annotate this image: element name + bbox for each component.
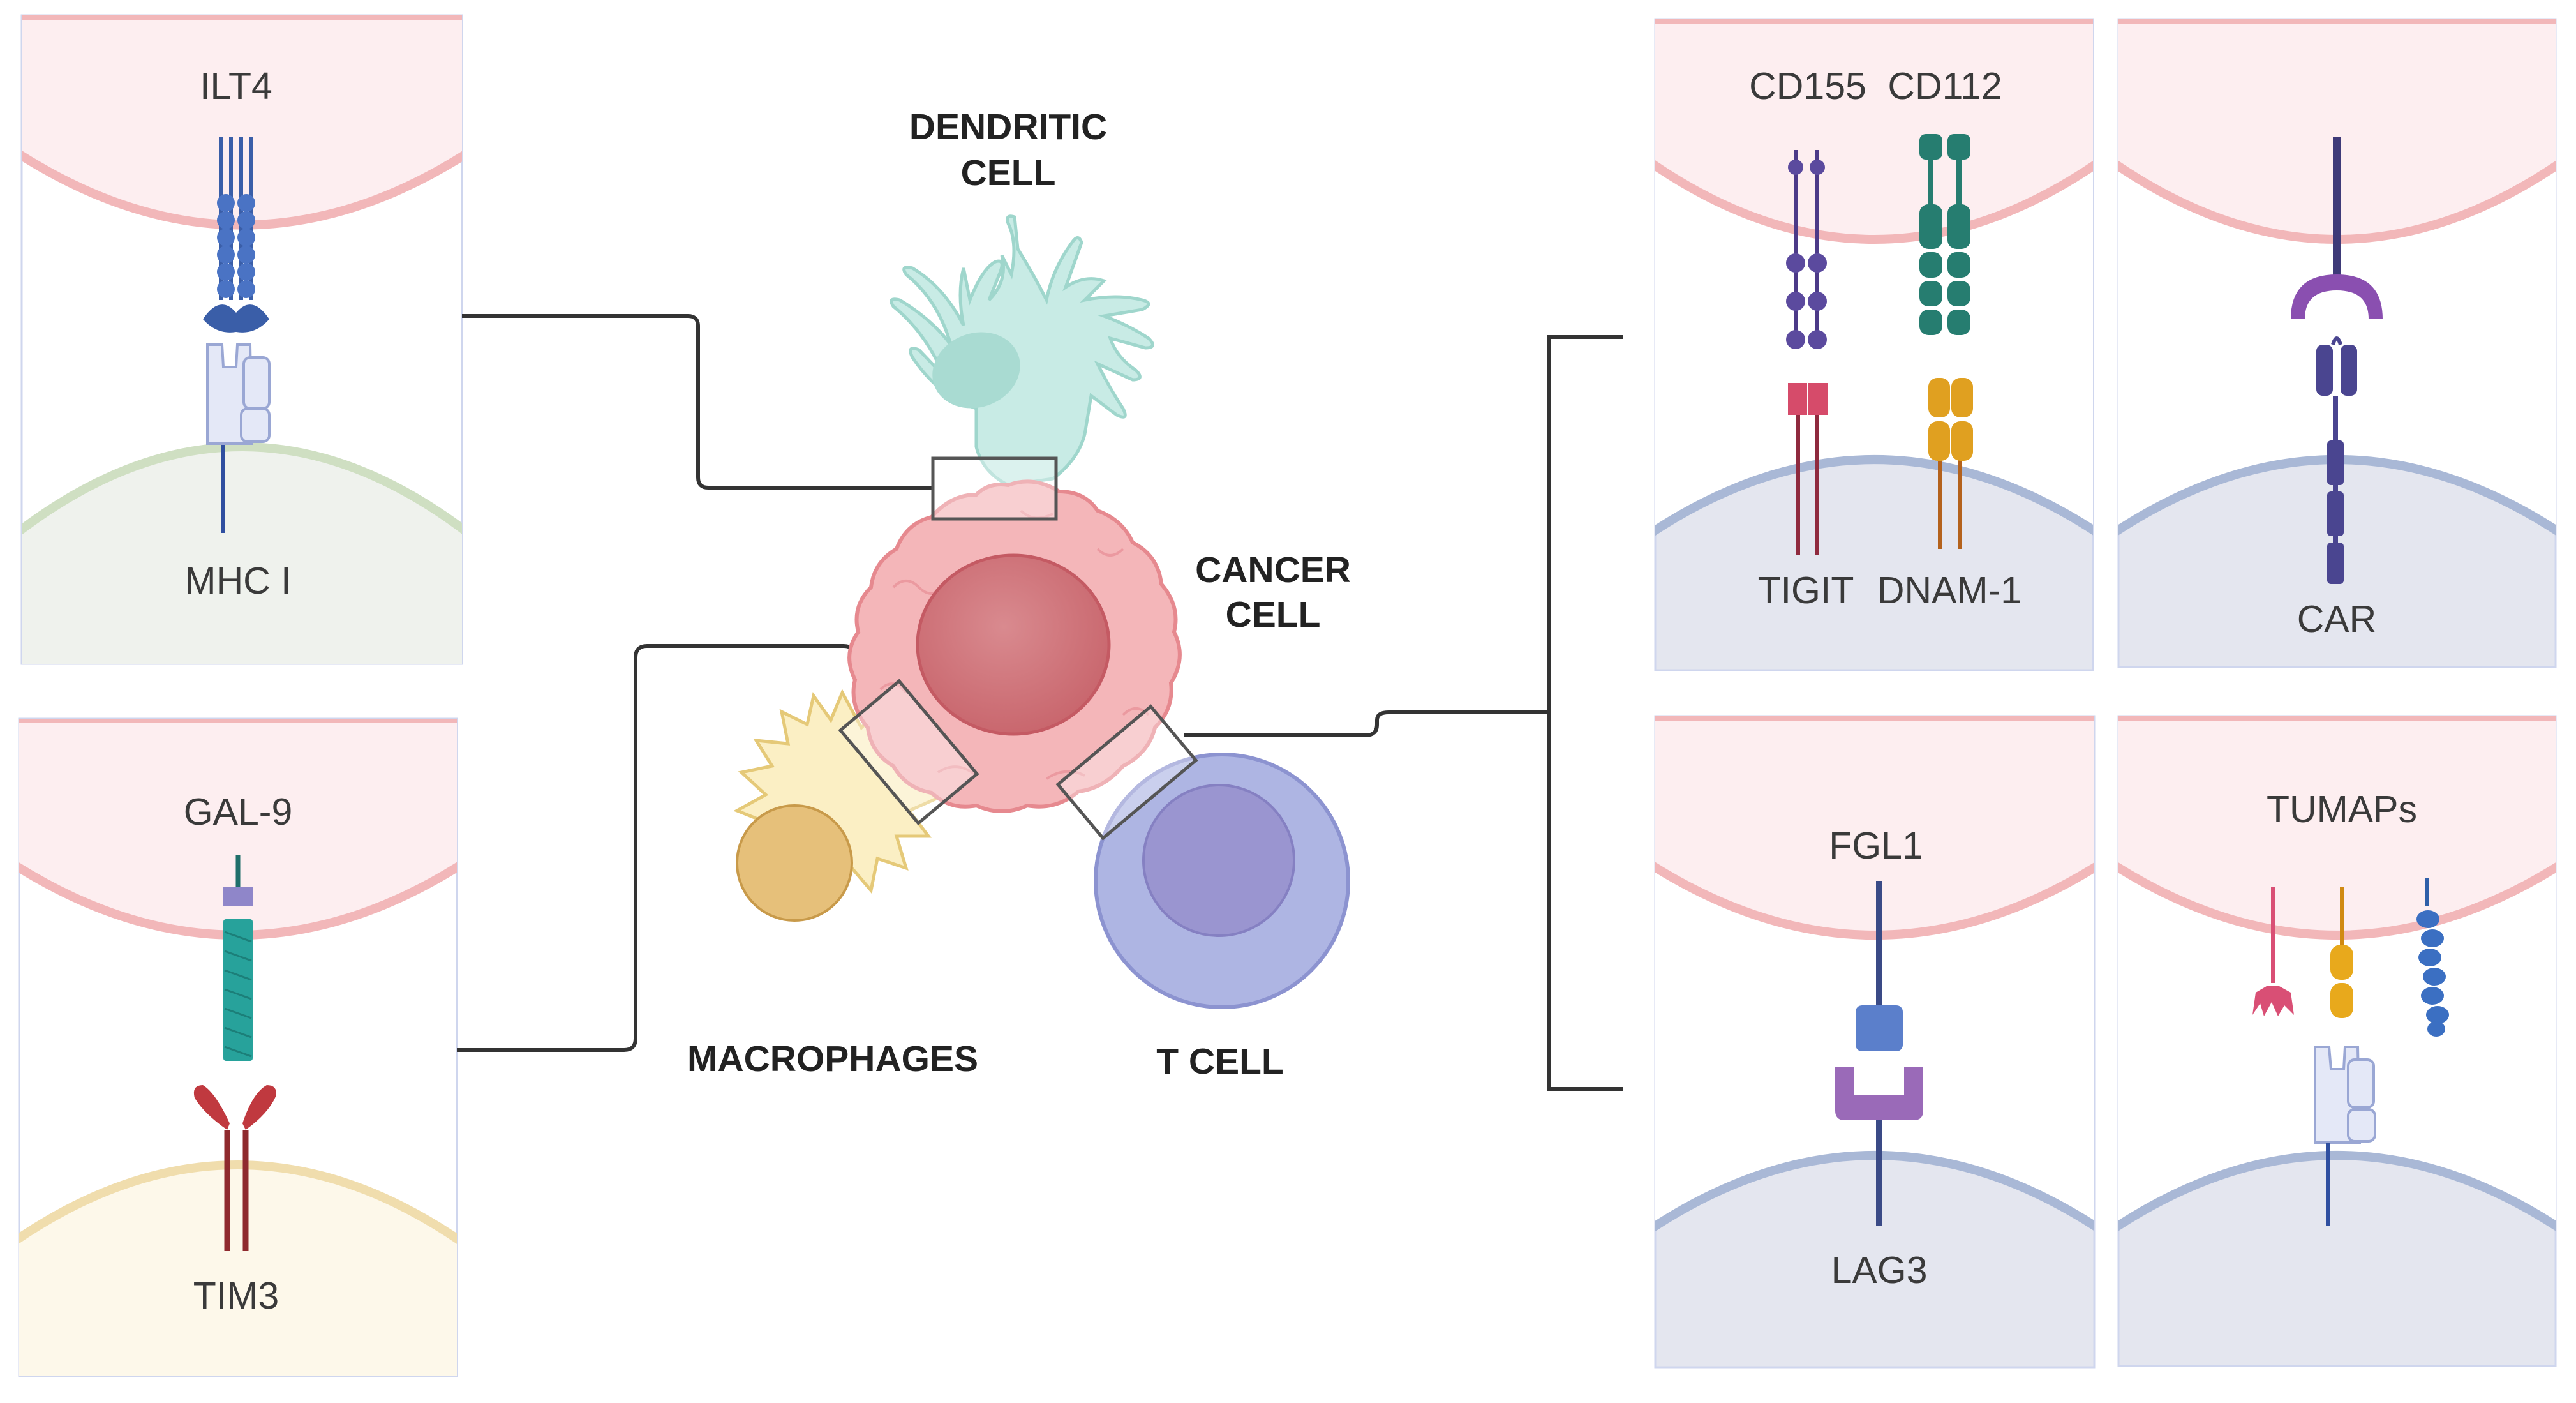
dendritic-cell-label-line2: CELL [961, 153, 1056, 193]
tumap-peptide-blue-icon [2416, 878, 2449, 1037]
tumap-peptide-pink-icon [2252, 887, 2294, 1016]
tigit-receptor-icon [1788, 383, 1828, 555]
gal9-label: GAL-9 [184, 791, 293, 833]
connector-tcell [1184, 710, 1549, 737]
cancer-cell-membrane [2118, 716, 2556, 940]
macrophages-label: MACROPHAGES [687, 1039, 978, 1079]
tigit-label: TIGIT [1758, 569, 1854, 611]
dendritic-cell [890, 214, 1154, 487]
cancer-cell-label-line2: CELL [1226, 594, 1321, 635]
gal9-ligand-icon [223, 855, 253, 1061]
panel-fgl1-lag3: FGL1 LAG3 [1654, 715, 2096, 1369]
car-target-antigen-icon [2291, 137, 2383, 319]
dnam1-label: DNAM-1 [1877, 569, 2021, 611]
fgl1-label: FGL1 [1829, 825, 1923, 867]
dnam1-receptor-icon [1928, 378, 1973, 549]
macrophage-membrane [19, 1160, 457, 1376]
mhc1-receptor-icon [206, 343, 271, 533]
tim3-receptor-icon [193, 1085, 276, 1251]
lag3-receptor-icon [1835, 1067, 1923, 1226]
t-cell-label: T CELL [1156, 1041, 1283, 1082]
interaction-boxes [838, 456, 1198, 841]
ilt4-label: ILT4 [200, 65, 272, 107]
cancer-cell-membrane [1655, 716, 2094, 940]
interaction-box-tcell [1055, 704, 1198, 841]
cd155-ligand-icon [1786, 150, 1827, 349]
mhc-tcr-receptor-icon [2314, 1046, 2376, 1226]
cd112-ligand-icon [1919, 134, 1970, 335]
dendritic-cell-label-line1: DENDRITIC [909, 107, 1107, 147]
tumaps-label: TUMAPs [2267, 788, 2417, 830]
cancer-cell [847, 479, 1182, 813]
cancer-cell-membrane [2118, 19, 2556, 244]
panel-gal9-tim3: GAL-9 TIM3 [18, 717, 458, 1377]
cd112-label: CD112 [1887, 65, 2002, 107]
tumap-peptide-orange-icon [2330, 887, 2353, 1018]
car-receptor-icon [2316, 336, 2357, 584]
panel-tumaps: TUMAPs [2117, 715, 2557, 1367]
cancer-cell-label-line1: CANCER [1195, 550, 1351, 590]
t-cell [1094, 753, 1350, 1009]
t-cell-membrane [2118, 1151, 2556, 1231]
panel-tigit-dnam1: CD155 CD112 TIGIT DNAM-1 [1654, 18, 2094, 671]
lag3-label: LAG3 [1831, 1249, 1928, 1291]
interaction-box-dendritic [931, 456, 1058, 521]
interaction-box-macrophage [838, 679, 979, 826]
connector-ilt4 [462, 314, 933, 490]
tim3-label: TIM3 [193, 1275, 279, 1317]
fgl1-ligand-icon [1856, 881, 1903, 1051]
panel-car: CAR [2117, 18, 2557, 668]
t-cell-membrane [1655, 1151, 2094, 1232]
ilt4-receptor-icon [203, 137, 269, 333]
t-cell-membrane [1655, 455, 2093, 536]
cd155-label: CD155 [1749, 65, 1866, 107]
panel-ilt4-mhc1: ILT4 MHC I [20, 14, 463, 665]
car-label: CAR [2297, 598, 2377, 640]
dendritic-cell-membrane [22, 442, 462, 664]
connector-bracket [1547, 335, 1623, 1091]
mhc1-label: MHC I [184, 560, 291, 602]
